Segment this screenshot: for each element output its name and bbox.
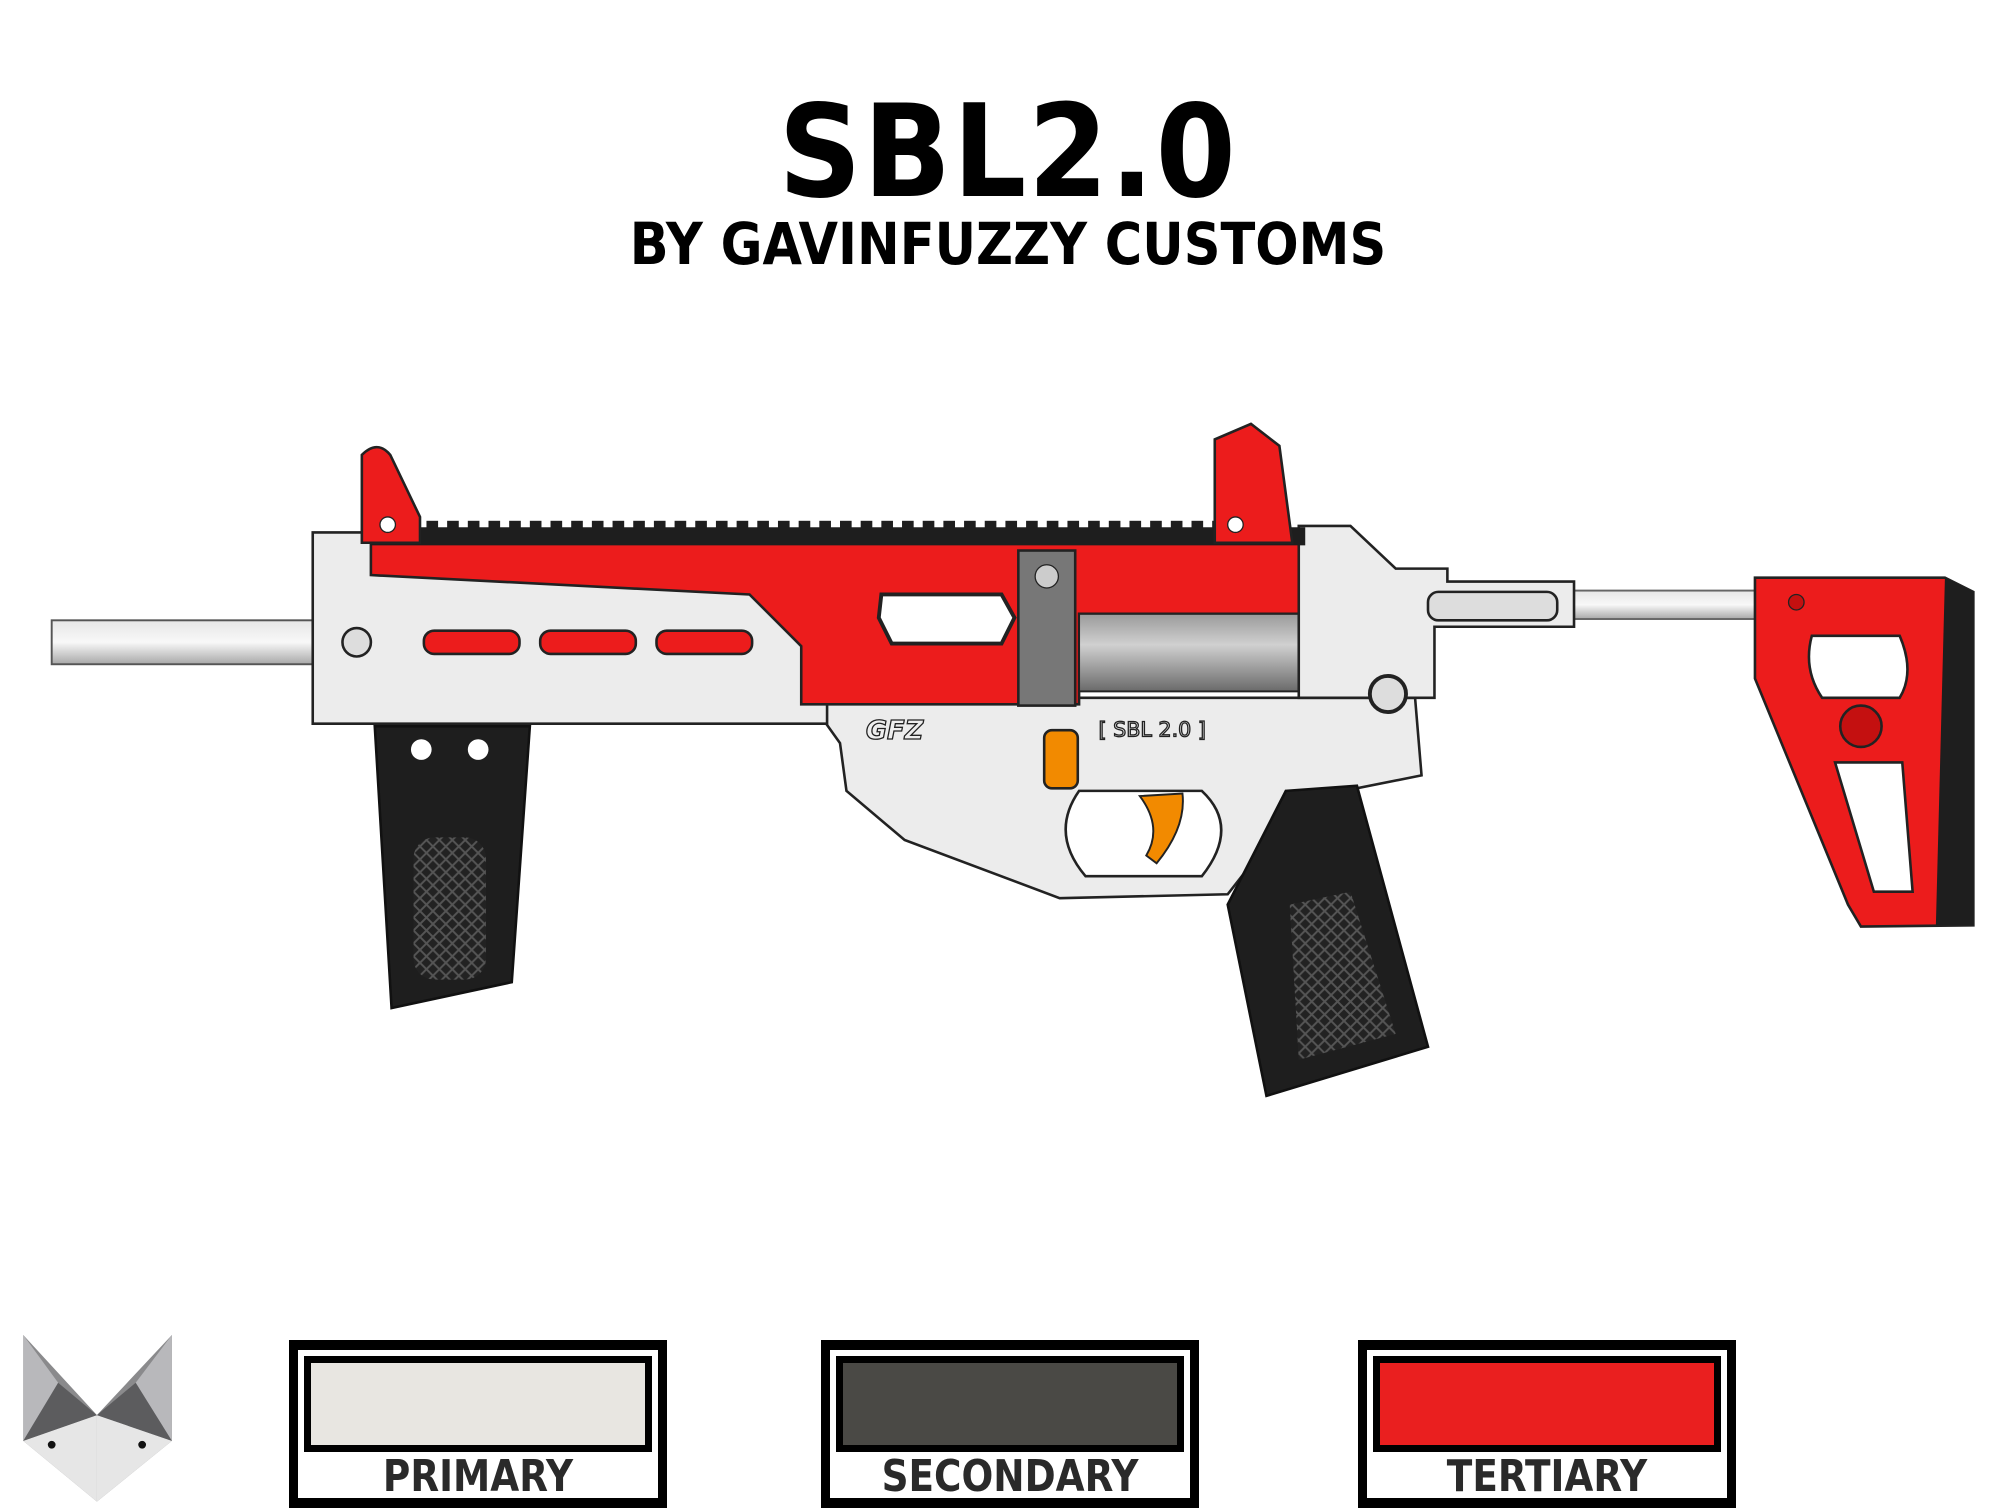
rail-tooth xyxy=(840,520,852,529)
rail-tooth xyxy=(1191,520,1204,529)
stock xyxy=(1753,576,1975,928)
trigger xyxy=(1137,792,1184,865)
rail-tooth xyxy=(902,520,914,529)
rail-tooth xyxy=(653,520,666,529)
front-sight xyxy=(360,445,422,545)
rail-tooth xyxy=(1046,520,1059,529)
barrel xyxy=(50,619,325,666)
rail-tooth xyxy=(922,520,935,529)
rail-tooth xyxy=(964,520,976,529)
swatch-primary-label: PRIMARY xyxy=(382,1451,574,1502)
rail-tooth xyxy=(488,520,501,529)
mag-release xyxy=(1042,728,1080,790)
swatch-secondary-label: SECONDARY xyxy=(881,1451,1139,1502)
rail-tooth xyxy=(447,520,459,529)
swatch-tertiary: TERTIARY xyxy=(1358,1340,1736,1508)
rail-tooth xyxy=(1026,520,1038,529)
rail-tooth xyxy=(715,520,728,529)
fox-head-icon xyxy=(23,1334,172,1502)
swatch-primary: PRIMARY xyxy=(289,1340,667,1508)
rail-tooth xyxy=(633,520,645,529)
rail-tooth xyxy=(1170,520,1183,529)
buffer-rod xyxy=(1562,589,1765,620)
rail-tooth xyxy=(943,520,956,529)
trigger-guard-opening xyxy=(1064,789,1223,878)
rail-tooth xyxy=(777,520,790,529)
model-engraving: [ SBL 2.0 ] xyxy=(1098,718,1205,742)
brand-engraving: GFZ xyxy=(866,716,925,746)
rail-tooth xyxy=(736,520,749,529)
rail-tooth xyxy=(1067,520,1080,529)
rail-tooth xyxy=(798,520,811,529)
rail-tooth xyxy=(674,520,687,529)
swatch-tertiary-color xyxy=(1373,1356,1721,1452)
rail-tooth xyxy=(757,520,769,529)
rear-sight xyxy=(1213,422,1294,545)
page-subtitle: BY GAVINFUZZY CUSTOMS xyxy=(629,210,1387,278)
rail-tooth xyxy=(426,520,439,529)
swatch-secondary: SECONDARY xyxy=(821,1340,1199,1508)
rail-tooth xyxy=(550,520,563,529)
rail-tooth xyxy=(984,520,997,529)
rail-tooth xyxy=(881,520,893,529)
rail-tooth xyxy=(819,520,831,529)
rail-tooth xyxy=(1150,520,1162,529)
handguard-slots xyxy=(422,629,754,656)
cylinder xyxy=(1078,612,1303,693)
rail-tooth xyxy=(1108,520,1121,529)
swatch-tertiary-label: TERTIARY xyxy=(1446,1451,1648,1502)
rail-tooth xyxy=(1005,520,1018,529)
rail-tooth xyxy=(591,520,604,529)
page-title: SBL2.0 xyxy=(778,78,1238,227)
top-rail xyxy=(370,527,1306,546)
rail-tooth xyxy=(467,520,480,529)
rail-tooth xyxy=(1088,520,1100,529)
rail-tooth xyxy=(860,520,873,529)
rail-tooth xyxy=(695,520,707,529)
rail-tooth xyxy=(1129,520,1142,529)
rail-tooth xyxy=(509,520,521,529)
rail-tooth xyxy=(529,520,542,529)
swatch-primary-color xyxy=(304,1356,652,1452)
rail-tooth xyxy=(612,520,625,529)
rail-tooth xyxy=(571,520,583,529)
swatch-secondary-color xyxy=(836,1356,1184,1452)
